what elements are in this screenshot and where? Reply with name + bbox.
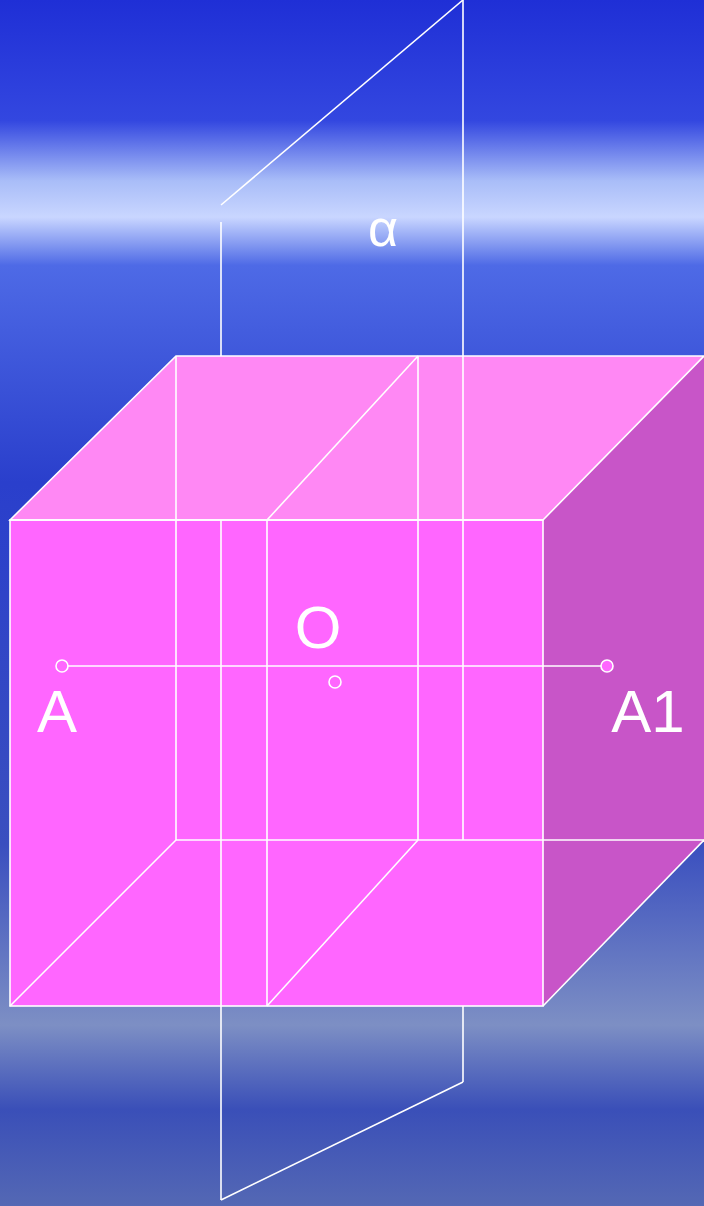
cube-right-face	[543, 356, 704, 1006]
point-label: A	[37, 682, 77, 742]
points	[56, 660, 613, 688]
point-label: O	[295, 598, 342, 658]
plane-section	[221, 356, 463, 1006]
plane-label: α	[368, 202, 398, 254]
segment-a-a1	[62, 665, 607, 667]
point-label: A1	[611, 682, 684, 742]
cube-edges	[10, 356, 704, 1006]
